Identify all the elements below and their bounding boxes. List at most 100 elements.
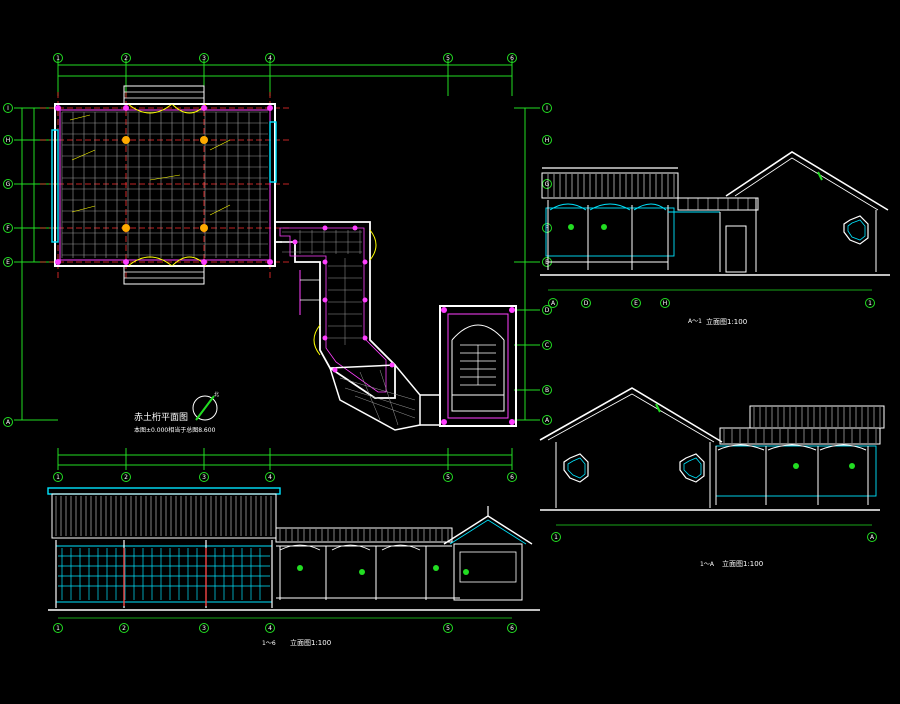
- svg-text:2: 2: [124, 474, 128, 481]
- north-arrow-icon: [192, 395, 218, 421]
- main-hall: [51, 85, 277, 285]
- grid-bubble-top: 1: [53, 53, 63, 63]
- grid-bubble-side: G: [542, 179, 552, 189]
- pavilion-plan: [420, 305, 517, 427]
- plan-title-block: 赤土桁平面图 本图±0.000相当于总图8.600 北: [134, 391, 219, 434]
- svg-text:G: G: [545, 181, 550, 188]
- grid-bubble-side: A: [542, 415, 552, 425]
- svg-text:6: 6: [510, 55, 514, 62]
- svg-text:E: E: [545, 259, 549, 266]
- svg-text:C: C: [545, 342, 549, 349]
- grid-bubble-side: F: [542, 223, 552, 233]
- svg-text:I: I: [546, 105, 548, 112]
- corridor-floor-grid: [282, 230, 362, 345]
- grid-bubble-row: G: [3, 179, 13, 189]
- svg-text:3: 3: [202, 474, 206, 481]
- bottom-caption: 立面图1:100: [290, 638, 331, 647]
- corridor: [274, 221, 421, 431]
- svg-text:E: E: [634, 300, 638, 307]
- axis-bubble: 1: [865, 298, 875, 308]
- svg-text:6: 6: [510, 474, 514, 481]
- svg-text:G: G: [6, 181, 11, 188]
- plan-top-dimensions: [57, 60, 513, 96]
- svg-text:I: I: [7, 105, 9, 112]
- axis-bubble: 2: [119, 623, 129, 633]
- svg-text:D: D: [545, 307, 550, 314]
- svg-text:5: 5: [446, 625, 450, 632]
- right-top-caption: 立面图1:100: [706, 317, 747, 326]
- axis-bubble: 5: [443, 623, 453, 633]
- svg-text:F: F: [6, 225, 10, 232]
- axis-bubble: A: [548, 298, 558, 308]
- grid-bubble-row: F: [3, 223, 13, 233]
- svg-text:2: 2: [122, 625, 126, 632]
- svg-text:F: F: [545, 225, 549, 232]
- svg-text:B: B: [545, 387, 549, 394]
- svg-text:3: 3: [202, 55, 206, 62]
- elevation-right-bottom: 1 A 1～A 立面图1:100: [539, 387, 885, 568]
- grid-bubble-top: 2: [121, 53, 131, 63]
- plan-subtitle: 本图±0.000相当于总图8.600: [134, 426, 216, 434]
- svg-text:5: 5: [446, 474, 450, 481]
- plan-axis-lines: [40, 92, 290, 280]
- svg-text:1: 1: [554, 534, 558, 541]
- axis-bubble: D: [581, 298, 591, 308]
- axis-bubble: A: [867, 532, 877, 542]
- grid-bubble-top: 3: [199, 53, 209, 63]
- grid-bubble-side: B: [542, 385, 552, 395]
- grid-bubble-side: C: [542, 340, 552, 350]
- grid-bubble-row: A: [3, 417, 13, 427]
- svg-text:H: H: [6, 137, 11, 144]
- hall-columns: [55, 105, 273, 265]
- axis-bubble: 1: [53, 623, 63, 633]
- svg-text:D: D: [584, 300, 589, 307]
- hall-floor-grid: [61, 111, 268, 258]
- grid-bubble-side: I: [542, 103, 552, 113]
- axis-bubble: 1: [551, 532, 561, 542]
- svg-text:4: 4: [268, 55, 272, 62]
- svg-text:2: 2: [124, 55, 128, 62]
- grid-bubble-bottom: 6: [507, 472, 517, 482]
- grid-bubble-row: I: [3, 103, 13, 113]
- axis-bubble: 4: [265, 623, 275, 633]
- axis-bubble: 6: [507, 623, 517, 633]
- grid-bubble-bottom: 3: [199, 472, 209, 482]
- svg-text:E: E: [6, 259, 10, 266]
- plan-title: 赤土桁平面图: [134, 411, 188, 423]
- grid-bubble-top: 4: [265, 53, 275, 63]
- grid-bubble-top: 6: [507, 53, 517, 63]
- grid-bubble-bottom: 1: [53, 472, 63, 482]
- svg-text:A: A: [6, 419, 11, 426]
- grid-bubble-bottom: 2: [121, 472, 131, 482]
- svg-text:1: 1: [868, 300, 872, 307]
- right-bottom-caption-axis: 1～A: [700, 561, 715, 568]
- grid-bubble-side: D: [542, 305, 552, 315]
- svg-text:1: 1: [56, 474, 60, 481]
- svg-text:4: 4: [268, 625, 272, 632]
- grid-bubble-top: 5: [443, 53, 453, 63]
- axis-bubble: H: [660, 298, 670, 308]
- svg-text:3: 3: [202, 625, 206, 632]
- svg-text:1: 1: [56, 55, 60, 62]
- svg-text:6: 6: [510, 625, 514, 632]
- grid-bubble-side: H: [542, 135, 552, 145]
- plan-bottom-dimensions: [57, 448, 513, 470]
- axis-bubble: 3: [199, 623, 209, 633]
- grid-bubble-bottom: 5: [443, 472, 453, 482]
- plan-right-dimensions: [514, 107, 540, 421]
- north-label: 北: [214, 391, 219, 398]
- right-bottom-caption: 立面图1:100: [722, 559, 763, 568]
- svg-text:A: A: [870, 534, 875, 541]
- svg-text:5: 5: [446, 55, 450, 62]
- svg-text:A: A: [545, 417, 550, 424]
- svg-text:1: 1: [56, 625, 60, 632]
- right-top-caption-axis: A～1: [688, 318, 702, 325]
- svg-text:H: H: [663, 300, 668, 307]
- grid-bubble-row: H: [3, 135, 13, 145]
